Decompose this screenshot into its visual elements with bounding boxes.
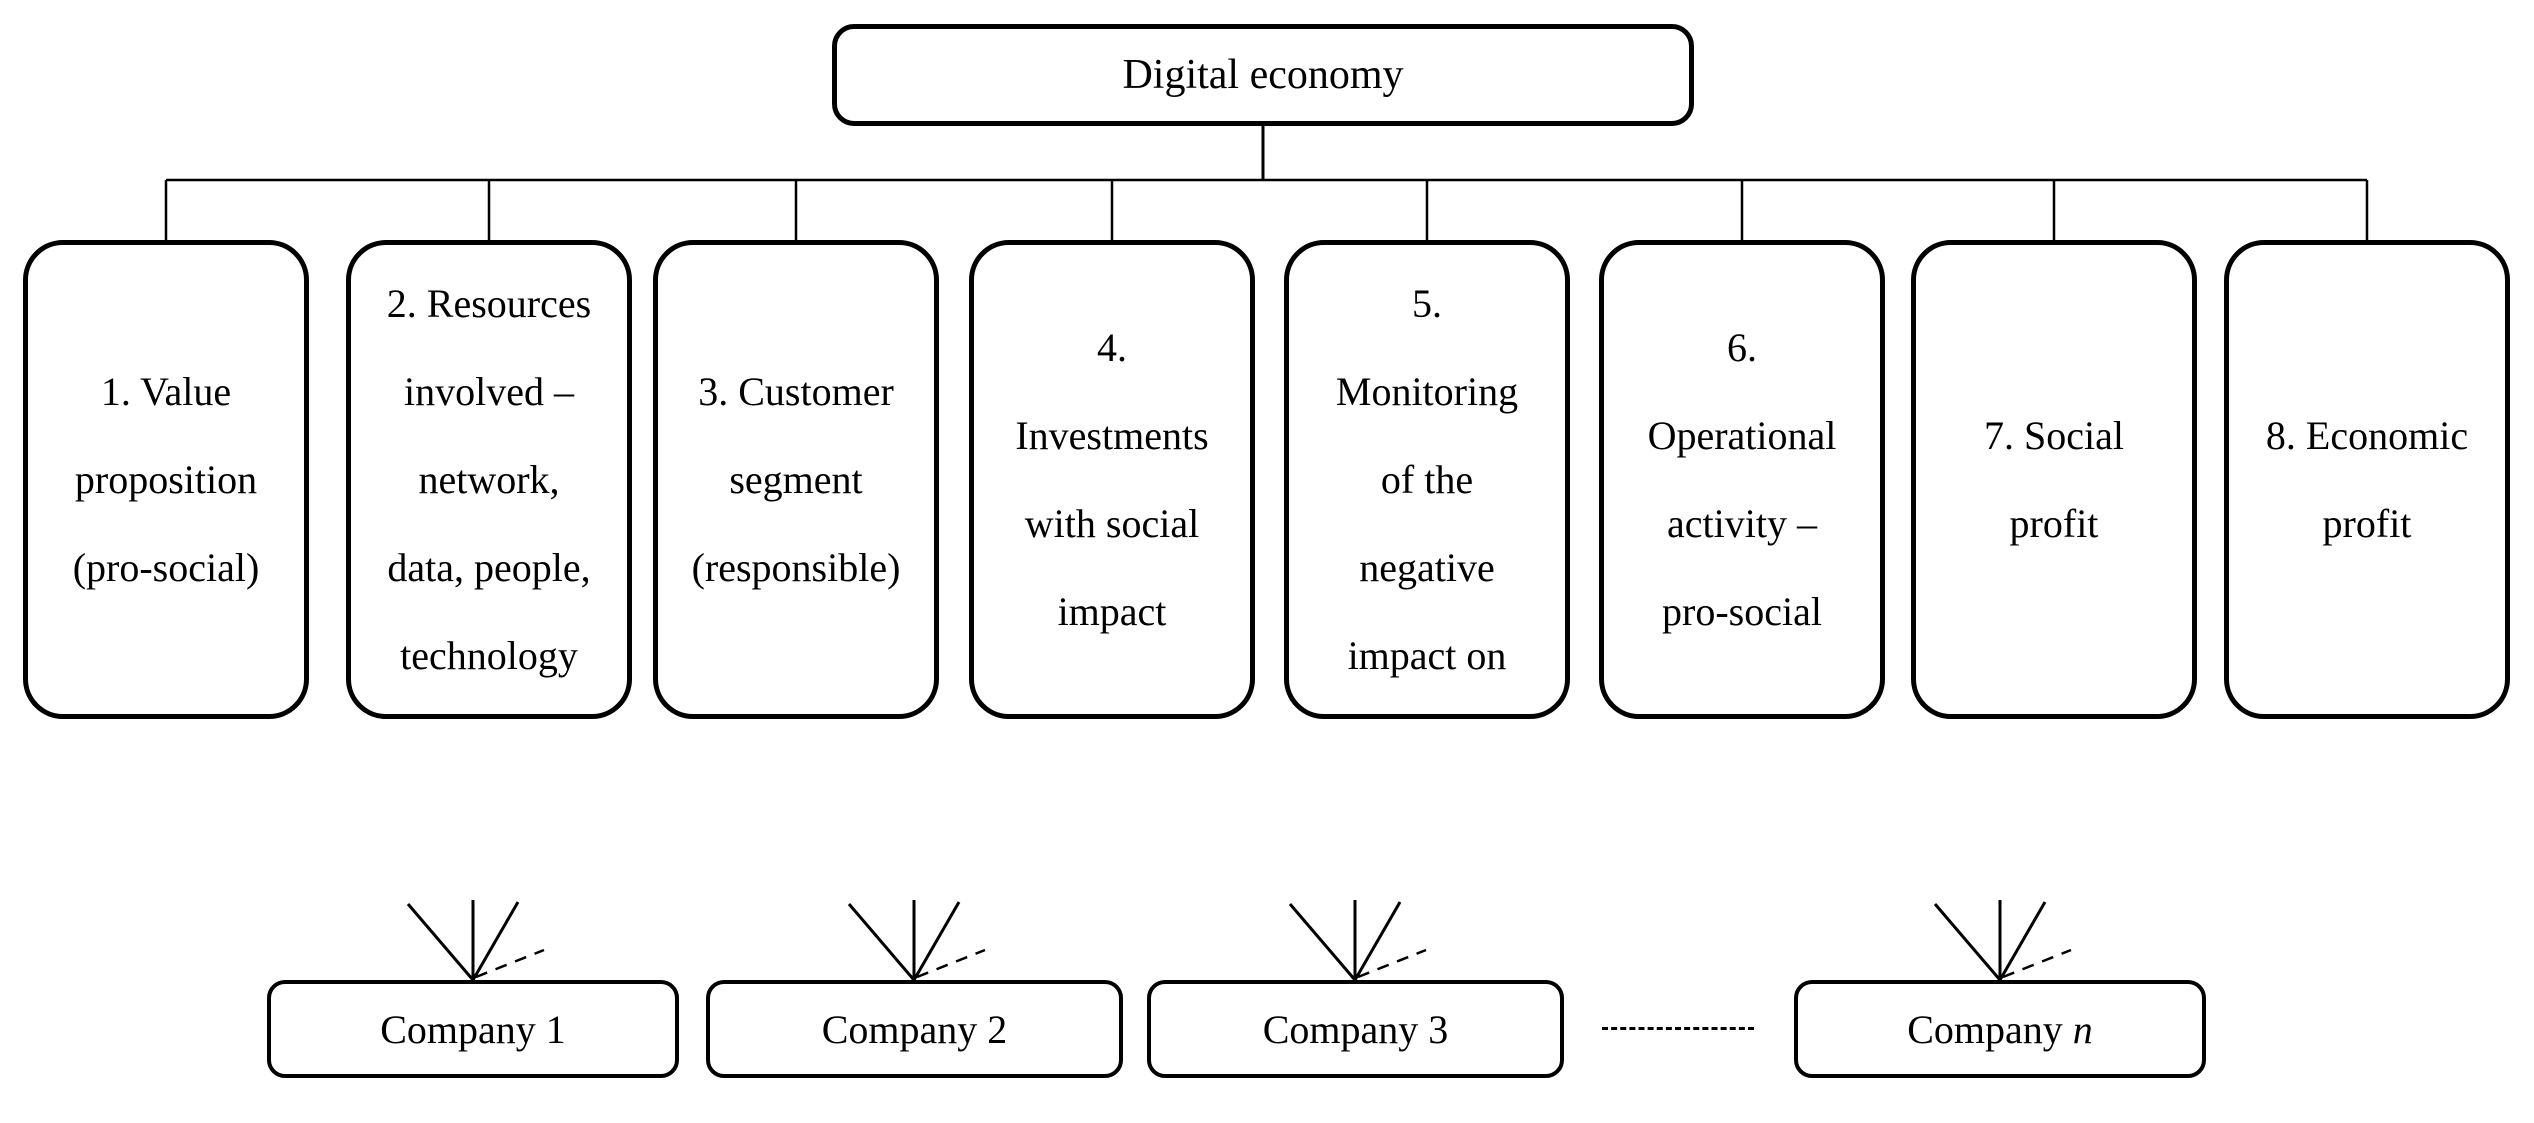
company-box-1: Company 1 (267, 980, 679, 1078)
box-5-monitoring-negative-impact: 5. Monitoring of the negative impact on (1284, 240, 1570, 719)
company-1-label: Company 1 (380, 1006, 566, 1052)
convergence-rays-icon (406, 900, 545, 981)
box-8-economic-profit: 8. Economic profit (2224, 240, 2510, 719)
company-box-2: Company 2 (706, 980, 1123, 1078)
box-1-text: 1. Value proposition (pro-social) (72, 368, 260, 590)
box-1-value-proposition: 1. Value proposition (pro-social) (23, 240, 309, 719)
company-3-label: Company 3 (1262, 1006, 1449, 1052)
convergence-rays-icon (1288, 900, 1427, 981)
company-n-label: Company n (1907, 1006, 2093, 1052)
box-3-customer-segment: 3. Customer segment (responsible) (653, 240, 939, 719)
box-2-resources-involved: 2. Resources involved – network, data, p… (346, 240, 632, 719)
box-4-investments-social-impact: 4. Investments with social impact (969, 240, 1255, 719)
company-box-n: Company n (1794, 980, 2206, 1078)
box-6-text: 6. Operational activity – pro-social (1647, 324, 1837, 634)
box-5-text: 5. Monitoring of the negative impact on (1335, 280, 1519, 678)
box-7-social-profit: 7. Social profit (1911, 240, 2197, 719)
box-3-text: 3. Customer segment (responsible) (691, 368, 901, 590)
company-2-label: Company 2 (821, 1006, 1008, 1052)
ellipsis-dashed-line (1602, 1027, 1754, 1030)
company-n-italic-suffix: n (2072, 1006, 2093, 1052)
box-2-text: 2. Resources involved – network, data, p… (386, 280, 592, 678)
box-4-text: 4. Investments with social impact (1015, 324, 1209, 634)
convergence-rays-icon (1933, 900, 2072, 981)
root-box-label: Digital economy (1122, 52, 1404, 98)
company-box-3: Company 3 (1147, 980, 1564, 1078)
box-8-text: 8. Economic profit (2265, 412, 2469, 546)
box-6-operational-activity: 6. Operational activity – pro-social (1599, 240, 1885, 719)
box-7-text: 7. Social profit (1984, 412, 2124, 546)
root-box-digital-economy: Digital economy (832, 24, 1694, 126)
convergence-rays-icon (847, 900, 986, 981)
